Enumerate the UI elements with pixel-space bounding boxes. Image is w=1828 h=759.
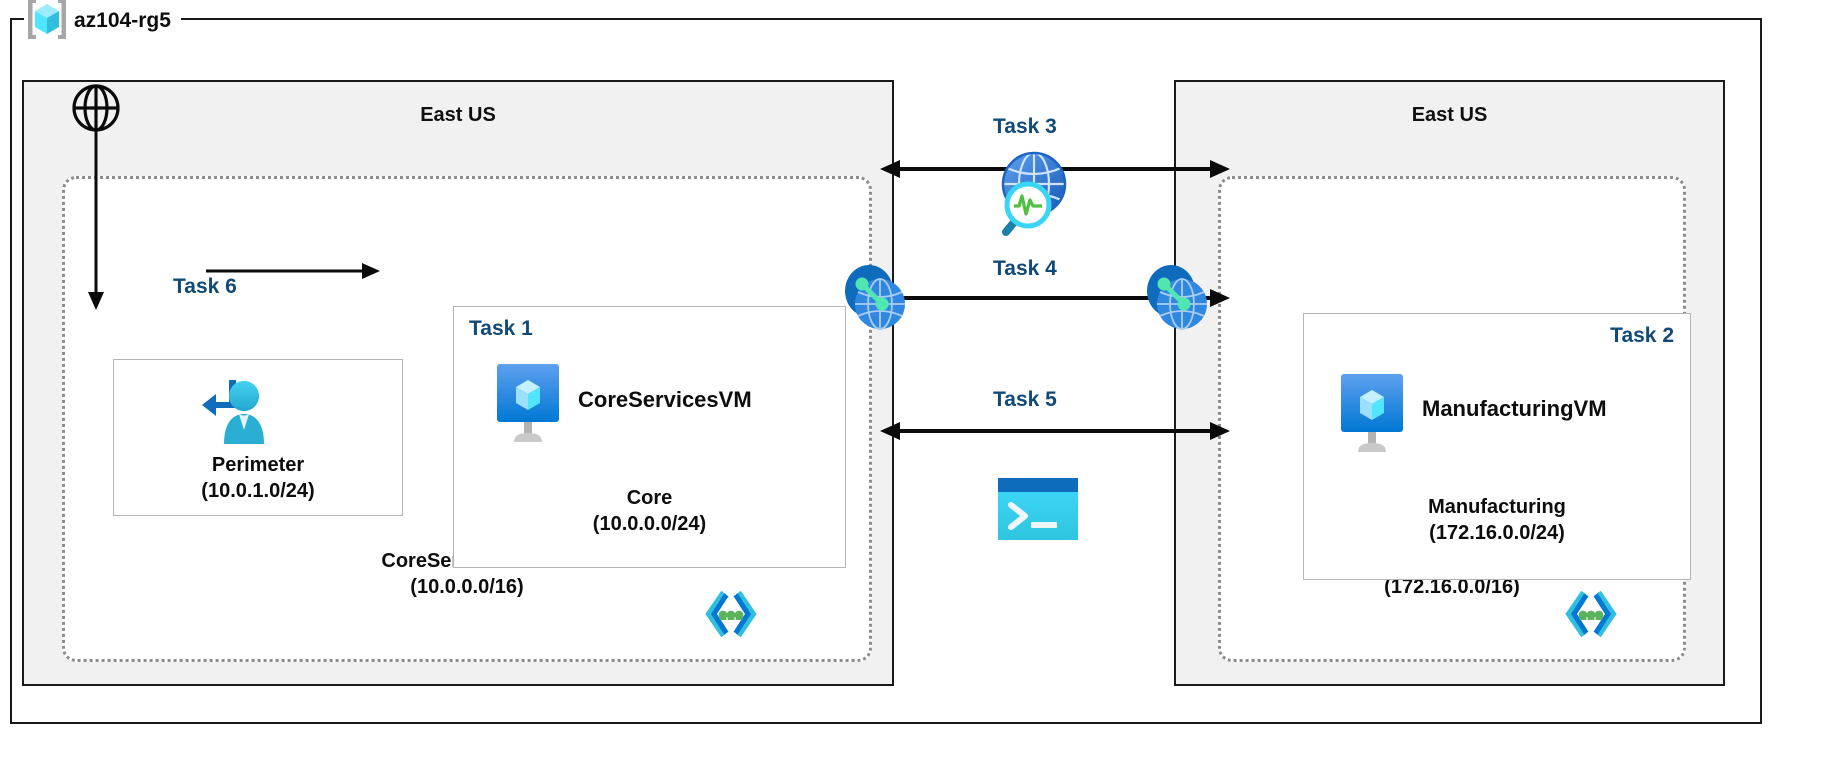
vnet-peering-icon — [1140, 262, 1214, 341]
subnet-manufacturing: Task 2 — [1303, 313, 1691, 580]
subnet-manufacturing-label: Manufacturing (172.16.0.0/24) — [1304, 494, 1690, 546]
vnet-manufacturing-cidr: (172.16.0.0/16) — [1384, 575, 1520, 598]
region-title-right: East US — [1411, 104, 1488, 126]
task-label-6: Task 6 — [173, 275, 237, 298]
arrow-perimeter-to-core — [206, 263, 380, 279]
vnet-manufacturing: ManufacturingVnet (172.16.0.0/16) — [1218, 176, 1691, 662]
subnet-manufacturing-name: Manufacturing — [1428, 496, 1566, 518]
virtual-machine-icon — [492, 362, 564, 451]
task-label-1: Task 1 — [469, 317, 533, 340]
subnet-core-cidr: (10.0.0.0/24) — [592, 513, 707, 535]
region-box-left: East US CoreServicesVnet (10.0.0.0/16) — [22, 80, 894, 686]
subnet-perimeter: Perimeter (10.0.1.0/24) — [113, 359, 403, 516]
subnet-core-name: Core — [626, 487, 673, 509]
vnet-coreservices: CoreServicesVnet (10.0.0.0/16) — [62, 176, 872, 662]
user-signin-icon — [196, 374, 274, 451]
task-label-2: Task 2 — [1610, 324, 1674, 347]
region-title-left: East US — [420, 104, 496, 126]
resource-group-header: az104-rg5 — [24, 0, 181, 42]
resource-group-icon — [24, 0, 70, 46]
arrow-internet-to-perimeter — [88, 128, 104, 310]
task-label-3: Task 3 — [993, 115, 1057, 138]
subnet-manufacturing-cidr: (172.16.0.0/24) — [1429, 522, 1565, 544]
network-watcher-icon — [978, 148, 1070, 241]
cloud-shell-icon — [998, 478, 1078, 545]
vnet-coreservices-cidr: (10.0.0.0/16) — [410, 575, 524, 598]
subnet-perimeter-name: Perimeter — [211, 454, 305, 476]
virtual-machine-icon — [1336, 372, 1408, 461]
region-box-right: East US ManufacturingVnet (172.16.0.0/16… — [1174, 80, 1725, 686]
subnet-perimeter-label: Perimeter (10.0.1.0/24) — [114, 452, 402, 504]
subnet-core: Task 1 — [453, 306, 846, 568]
virtual-network-icon — [705, 590, 757, 642]
resource-group-frame — [10, 18, 1762, 724]
task-label-4: Task 4 — [993, 257, 1057, 280]
vm-name-coreservicesvm: CoreServicesVM — [578, 387, 752, 412]
vnet-peering-icon — [838, 262, 912, 341]
vm-name-manufacturingvm: ManufacturingVM — [1422, 396, 1607, 421]
task-label-5: Task 5 — [993, 388, 1057, 411]
arrow-task5 — [880, 422, 1230, 440]
virtual-network-icon — [1565, 590, 1617, 642]
resource-group-name: az104-rg5 — [74, 9, 171, 32]
subnet-perimeter-cidr: (10.0.1.0/24) — [201, 480, 315, 502]
subnet-core-label: Core (10.0.0.0/24) — [454, 485, 845, 537]
